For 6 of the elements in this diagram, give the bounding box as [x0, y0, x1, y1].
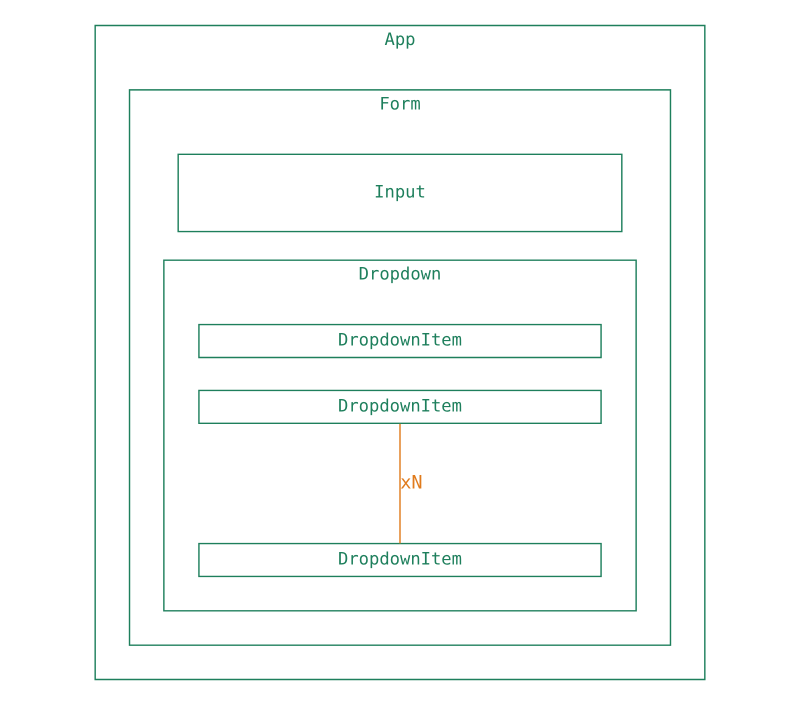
node-box: DropdownItem [198, 324, 602, 358]
node-box: Input [177, 154, 623, 232]
edge-label: xN [400, 472, 423, 494]
connector [399, 424, 401, 544]
node-box: DropdownItem [198, 542, 602, 578]
node-box: DropdownItem [198, 390, 602, 424]
